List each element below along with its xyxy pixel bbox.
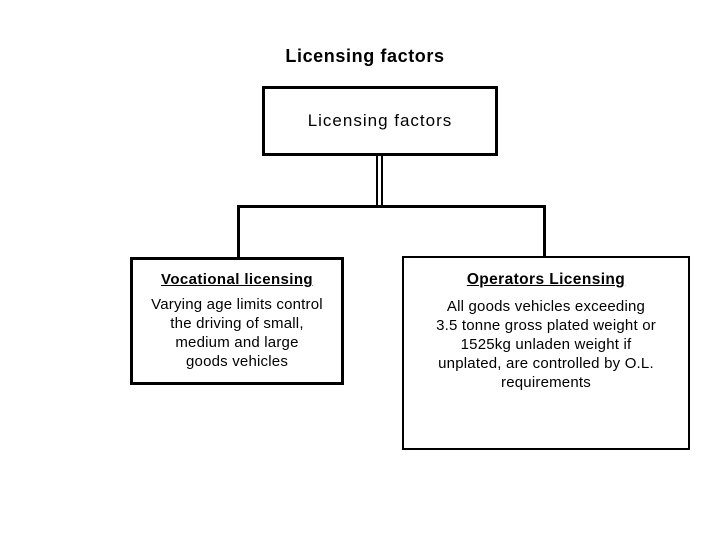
- diagram-node-vocational-licensing: Vocational licensing Varying age limits …: [130, 257, 344, 385]
- operators-licensing-title: Operators Licensing: [466, 271, 626, 288]
- page-title: Licensing factors: [285, 46, 445, 66]
- diagram-root-node: Licensing factors: [262, 86, 498, 156]
- connector-horizontal-rail: [237, 205, 546, 208]
- connector-right-vertical: [543, 205, 546, 256]
- root-node-label: Licensing factors: [307, 111, 453, 130]
- connector-left-vertical: [237, 205, 240, 257]
- vocational-licensing-title: Vocational licensing: [161, 271, 313, 288]
- connector-double-vertical: [376, 156, 383, 206]
- diagram-node-operators-licensing: Operators Licensing All goods vehicles e…: [402, 256, 690, 450]
- vocational-licensing-body: Varying age limits control the driving o…: [151, 296, 323, 370]
- operators-licensing-body: All goods vehicles exceeding 3.5 tonne g…: [436, 298, 656, 391]
